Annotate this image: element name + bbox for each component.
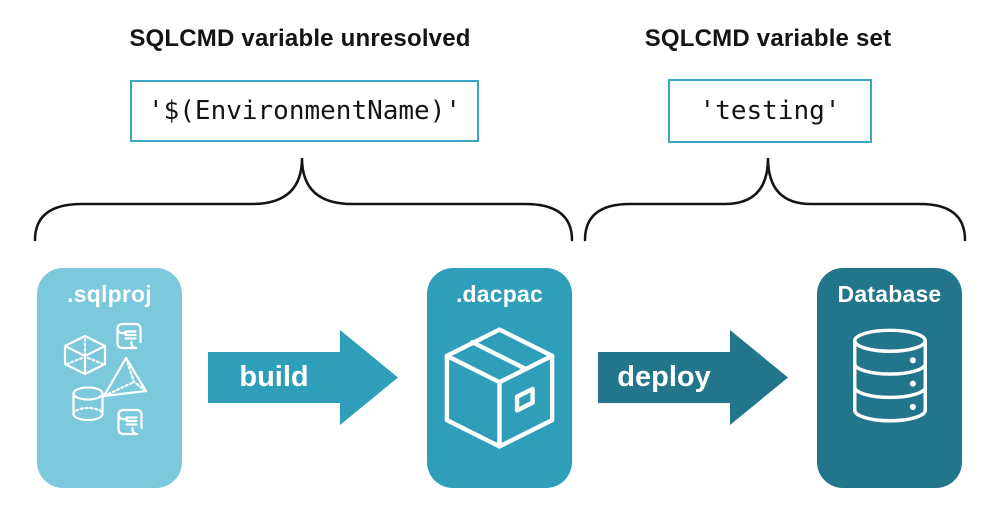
deploy-arrow-shape — [598, 330, 788, 425]
brace-right — [583, 157, 967, 242]
label-sqlcmd-set: SQLCMD variable set — [644, 25, 892, 52]
scroll-icon — [117, 408, 143, 436]
node-database: Database — [817, 268, 962, 488]
node-database-label: Database — [837, 281, 942, 307]
deploy-arrow-label: deploy — [617, 361, 711, 393]
package-box-icon — [444, 327, 555, 449]
label-sqlcmd-unresolved: SQLCMD variable unresolved — [129, 25, 471, 52]
cylinder-icon — [72, 386, 104, 422]
code-environment-variable: '$(EnvironmentName)' — [130, 80, 479, 142]
brace-left — [33, 157, 574, 242]
deploy-arrow: deploy — [598, 330, 788, 425]
node-sqlproj: .sqlproj — [37, 268, 182, 488]
build-arrow-label: build — [239, 361, 309, 393]
code-testing-value: 'testing' — [668, 79, 872, 143]
scroll-icon — [116, 322, 142, 350]
node-dacpac: .dacpac — [427, 268, 572, 488]
cube-icon — [63, 334, 107, 376]
pyramid-icon — [102, 356, 148, 398]
node-dacpac-label: .dacpac — [455, 281, 544, 307]
brace-group — [33, 157, 967, 242]
node-sqlproj-label: .sqlproj — [67, 281, 152, 307]
build-arrow-shape — [208, 330, 398, 425]
build-arrow: build — [208, 330, 398, 425]
database-cylinder-icon — [853, 328, 927, 423]
sql-project-shapes-icon — [63, 322, 148, 436]
